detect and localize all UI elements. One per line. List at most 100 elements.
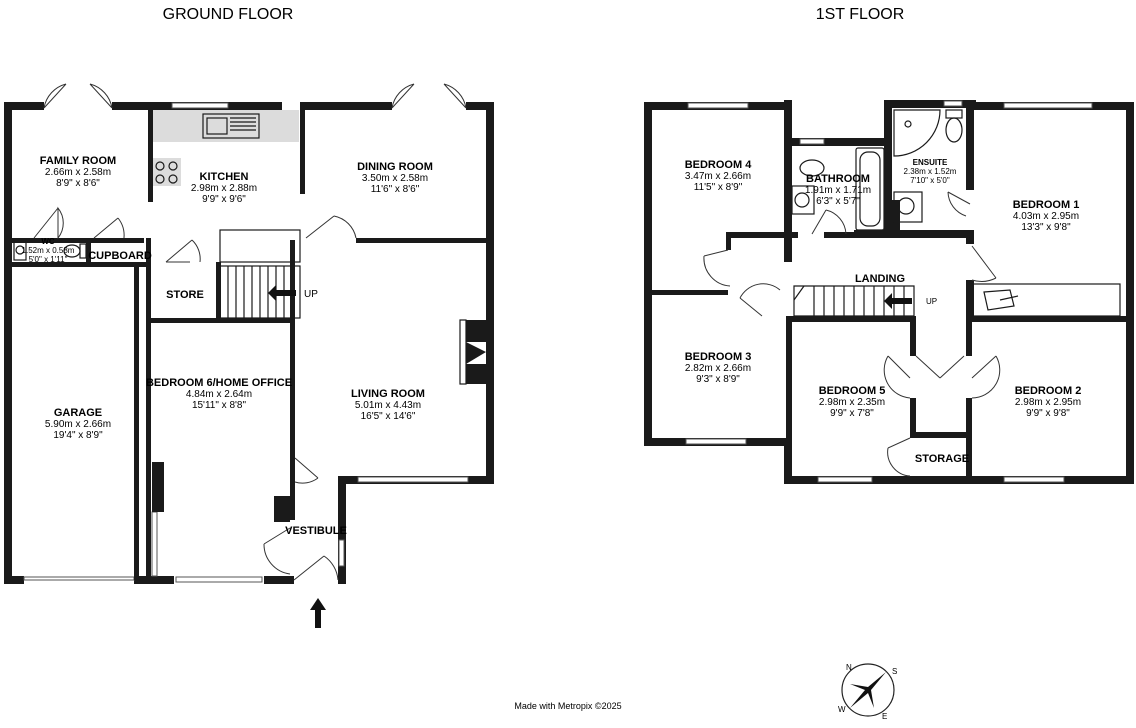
- sink-unit: [202, 113, 260, 139]
- wall: [146, 323, 151, 580]
- wall: [854, 230, 974, 238]
- bedroom5-name: BEDROOM 5: [819, 385, 886, 397]
- airing-cupboard-doors: [915, 355, 965, 379]
- wall: [966, 230, 974, 244]
- garage-name: GARAGE: [54, 407, 102, 419]
- cistern: [945, 109, 963, 119]
- compass-n: N: [846, 663, 852, 672]
- wc-name: WC: [41, 237, 55, 246]
- bedroom1-door: [971, 245, 997, 282]
- stair-up-label: UP: [304, 289, 318, 300]
- chimney-breast: [274, 496, 290, 522]
- wall: [966, 280, 974, 320]
- bedroom2-metric: 2.98m x 2.95m: [1015, 397, 1081, 408]
- compass-e: E: [882, 712, 887, 721]
- store-name: STORE: [166, 289, 204, 301]
- bedroom5-door: [883, 355, 911, 399]
- wall: [784, 476, 1134, 484]
- bathroom-name: BATHROOM: [806, 173, 870, 185]
- wall: [784, 138, 884, 146]
- wall: [784, 100, 792, 234]
- wall: [86, 240, 91, 262]
- dining-room-metric: 3.50m x 2.58m: [362, 173, 428, 184]
- wall: [786, 316, 792, 446]
- window: [175, 576, 263, 583]
- wall: [824, 232, 854, 238]
- toilet: [799, 159, 825, 177]
- wall: [134, 262, 139, 580]
- shower-head: [904, 120, 912, 128]
- stair-up-label: UP: [926, 297, 937, 306]
- compass-star: [850, 672, 886, 708]
- bathroom-imperial: 6'3" x 5'7": [816, 196, 860, 207]
- bedroom5-metric: 2.98m x 2.35m: [819, 397, 885, 408]
- vestibule-name: VESTIBULE: [285, 525, 347, 537]
- storage-door: [887, 437, 911, 477]
- basin-bowl: [794, 192, 810, 208]
- wall: [644, 102, 652, 446]
- bedroom4-door: [703, 249, 731, 287]
- wall: [966, 100, 974, 190]
- wall: [290, 240, 295, 520]
- living-room-imperial: 16'5" x 14'6": [361, 411, 416, 422]
- wall: [486, 102, 494, 484]
- dining-room-name: DINING ROOM: [357, 161, 433, 173]
- wall: [300, 102, 392, 110]
- wall: [356, 238, 486, 243]
- bath-inner: [859, 151, 881, 227]
- cupboard-name: CUPBOARD: [88, 250, 152, 262]
- wc-metric: 1.52m x 0.58m: [22, 246, 75, 255]
- wall: [910, 398, 916, 438]
- bedroom2-name: BEDROOM 2: [1015, 385, 1082, 397]
- family-room-imperial: 8'9" x 8'6": [56, 178, 100, 189]
- wall: [892, 200, 900, 234]
- wall: [12, 238, 144, 243]
- bedroom3-imperial: 9'3" x 8'9": [696, 374, 740, 385]
- hallway-outline: [219, 229, 301, 263]
- wall: [966, 320, 972, 356]
- stair-direction-arrow: [268, 285, 296, 301]
- bathroom-door: [811, 209, 847, 235]
- metropix-credit: Made with Metropix ©2025: [514, 701, 621, 711]
- chimney-breast: [152, 462, 164, 512]
- wall: [264, 576, 294, 584]
- garage-door: [23, 576, 135, 581]
- wall: [884, 100, 976, 108]
- wall: [784, 442, 792, 484]
- compass-s: S: [892, 667, 897, 676]
- bedroom1-metric: 4.03m x 2.95m: [1013, 211, 1079, 222]
- chimney-breast: [466, 342, 486, 364]
- ground-floor-plan: GROUND FLOOR: [4, 6, 494, 628]
- wall: [12, 262, 146, 267]
- entrance-arrow: [310, 598, 326, 628]
- bedroom2-imperial: 9'9" x 9'8": [1026, 408, 1070, 419]
- compass-ring: [841, 663, 895, 717]
- wall: [466, 102, 494, 110]
- bedroom6-door: [263, 527, 291, 575]
- drainer: [230, 117, 256, 131]
- window: [817, 476, 873, 483]
- wall: [338, 476, 346, 584]
- front-door: [293, 555, 339, 581]
- window: [799, 138, 825, 145]
- kitchen-name: KITCHEN: [200, 171, 249, 183]
- wall: [134, 576, 174, 584]
- hob-ring: [168, 161, 178, 171]
- window: [687, 102, 749, 109]
- window: [357, 476, 469, 483]
- storage-name: STORAGE: [915, 453, 969, 465]
- garage-imperial: 19'4" x 8'9": [53, 430, 103, 441]
- kitchen-worktop: [153, 110, 299, 142]
- bedroom3-name: BEDROOM 3: [685, 351, 752, 363]
- bedroom6-name: BEDROOM 6/HOME OFFICE: [146, 377, 292, 389]
- window: [171, 102, 229, 109]
- bathroom-metric: 1.91m x 1.71m: [805, 185, 871, 196]
- window: [1003, 476, 1065, 483]
- wall: [644, 290, 728, 295]
- basin-bowl: [897, 197, 915, 215]
- compass-icon: N S E W: [838, 663, 897, 721]
- first-floor-title: 1ST FLOOR: [816, 6, 905, 23]
- chimney-breast: [466, 364, 486, 384]
- ensuite-door: [947, 191, 971, 217]
- ground-stairs: UP: [219, 265, 318, 319]
